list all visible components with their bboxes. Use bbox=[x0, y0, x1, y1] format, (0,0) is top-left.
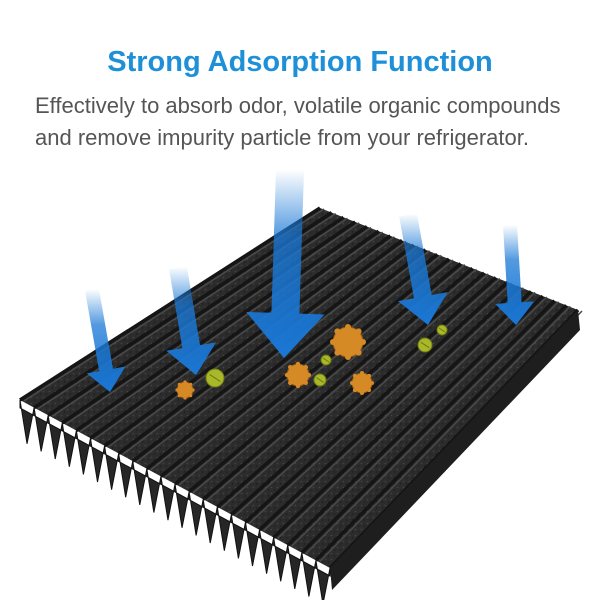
particle-stripe bbox=[420, 341, 430, 349]
airflow-arrows bbox=[85, 169, 535, 392]
carbon-filter-pad bbox=[19, 206, 583, 600]
particle-spike bbox=[334, 328, 341, 335]
ridge-line bbox=[145, 248, 427, 471]
ridge-line bbox=[258, 285, 521, 532]
particle-spike bbox=[367, 373, 372, 378]
ridge-line bbox=[314, 304, 568, 562]
description: Effectively to absorb odor, volatile org… bbox=[35, 93, 561, 150]
particle-spike bbox=[352, 373, 357, 378]
particle-spike bbox=[189, 382, 193, 386]
particle-stripe bbox=[316, 377, 324, 383]
particle-spike bbox=[306, 372, 312, 378]
filter-side-edge bbox=[330, 310, 580, 590]
particle-spike bbox=[177, 382, 181, 386]
down-arrow-icon bbox=[398, 213, 448, 325]
ridge-highlight bbox=[248, 282, 513, 524]
particle-spike bbox=[177, 394, 181, 398]
particle-spike bbox=[350, 381, 354, 385]
headline: Strong Adsorption Function bbox=[107, 46, 493, 78]
particle-orange bbox=[350, 371, 374, 395]
ridge-line bbox=[230, 276, 498, 516]
ridge-highlight bbox=[178, 259, 454, 486]
particle-spike bbox=[360, 391, 364, 395]
ridge-line bbox=[216, 271, 486, 509]
particle-green bbox=[313, 373, 327, 387]
particle-spike bbox=[370, 381, 374, 385]
down-arrow-icon bbox=[166, 266, 217, 375]
particle-spike bbox=[303, 365, 308, 370]
particle-spike bbox=[360, 339, 366, 345]
particles bbox=[175, 324, 448, 400]
particle-spike bbox=[183, 380, 187, 384]
particle-spike bbox=[345, 354, 351, 360]
particle-spike bbox=[284, 372, 290, 378]
ridge-highlight bbox=[108, 236, 395, 448]
ridge-line bbox=[103, 234, 392, 448]
down-arrow-icon bbox=[85, 288, 126, 392]
ridge-line bbox=[244, 280, 509, 524]
ridge-highlight bbox=[234, 277, 501, 517]
particle-spike bbox=[334, 349, 341, 356]
particle-spike bbox=[303, 380, 308, 385]
particle-spike bbox=[295, 383, 301, 389]
ridge-highlight bbox=[65, 222, 360, 425]
ridge-line bbox=[286, 294, 545, 547]
particle-spike bbox=[191, 388, 195, 392]
ridge-highlight bbox=[291, 296, 548, 547]
ridge-highlight bbox=[136, 245, 419, 463]
down-arrow-icon bbox=[246, 169, 325, 358]
ridge-highlight bbox=[150, 250, 431, 471]
particle-orange bbox=[284, 361, 312, 389]
down-arrow-icon bbox=[495, 224, 535, 325]
pleat-teeth bbox=[19, 399, 331, 600]
ridge-line bbox=[272, 290, 533, 539]
ridge-highlight bbox=[305, 301, 560, 555]
ridge-line bbox=[117, 239, 404, 455]
ridge-line bbox=[89, 229, 380, 440]
particle-spike bbox=[345, 324, 351, 330]
particle-spike bbox=[288, 380, 293, 385]
particle-spike bbox=[352, 388, 357, 393]
particle-green bbox=[417, 337, 433, 353]
ridge-highlight bbox=[122, 240, 407, 456]
particle-spike bbox=[330, 339, 336, 345]
ridge-highlight bbox=[79, 226, 372, 433]
filter-pleat-edge bbox=[19, 310, 580, 600]
particle-stripe bbox=[322, 357, 330, 363]
particle-spike bbox=[295, 361, 301, 367]
particle-spike bbox=[355, 349, 362, 356]
particle-orange bbox=[330, 324, 366, 360]
particle-stripe bbox=[438, 327, 446, 333]
ridge-line bbox=[75, 225, 368, 432]
particle-spike bbox=[355, 328, 362, 335]
ridge-highlight bbox=[319, 305, 571, 562]
ridge-line bbox=[173, 257, 451, 486]
particle-spike bbox=[360, 371, 364, 375]
ridge-highlight bbox=[277, 291, 536, 539]
particle-spike bbox=[189, 394, 193, 398]
particle-green bbox=[205, 368, 225, 388]
particle-spike bbox=[175, 388, 179, 392]
particle-spike bbox=[288, 365, 293, 370]
particle-spike bbox=[367, 388, 372, 393]
ridge-highlight bbox=[94, 231, 384, 440]
particle-orange bbox=[175, 380, 195, 400]
particle-spike bbox=[183, 396, 187, 400]
ridge-line bbox=[131, 243, 415, 463]
particle-green bbox=[320, 354, 332, 366]
particle-stripe bbox=[209, 373, 221, 383]
ridge-highlight bbox=[263, 287, 524, 532]
ridge-line bbox=[19, 206, 321, 402]
ridge-line bbox=[300, 299, 556, 554]
particle-green bbox=[436, 324, 448, 336]
